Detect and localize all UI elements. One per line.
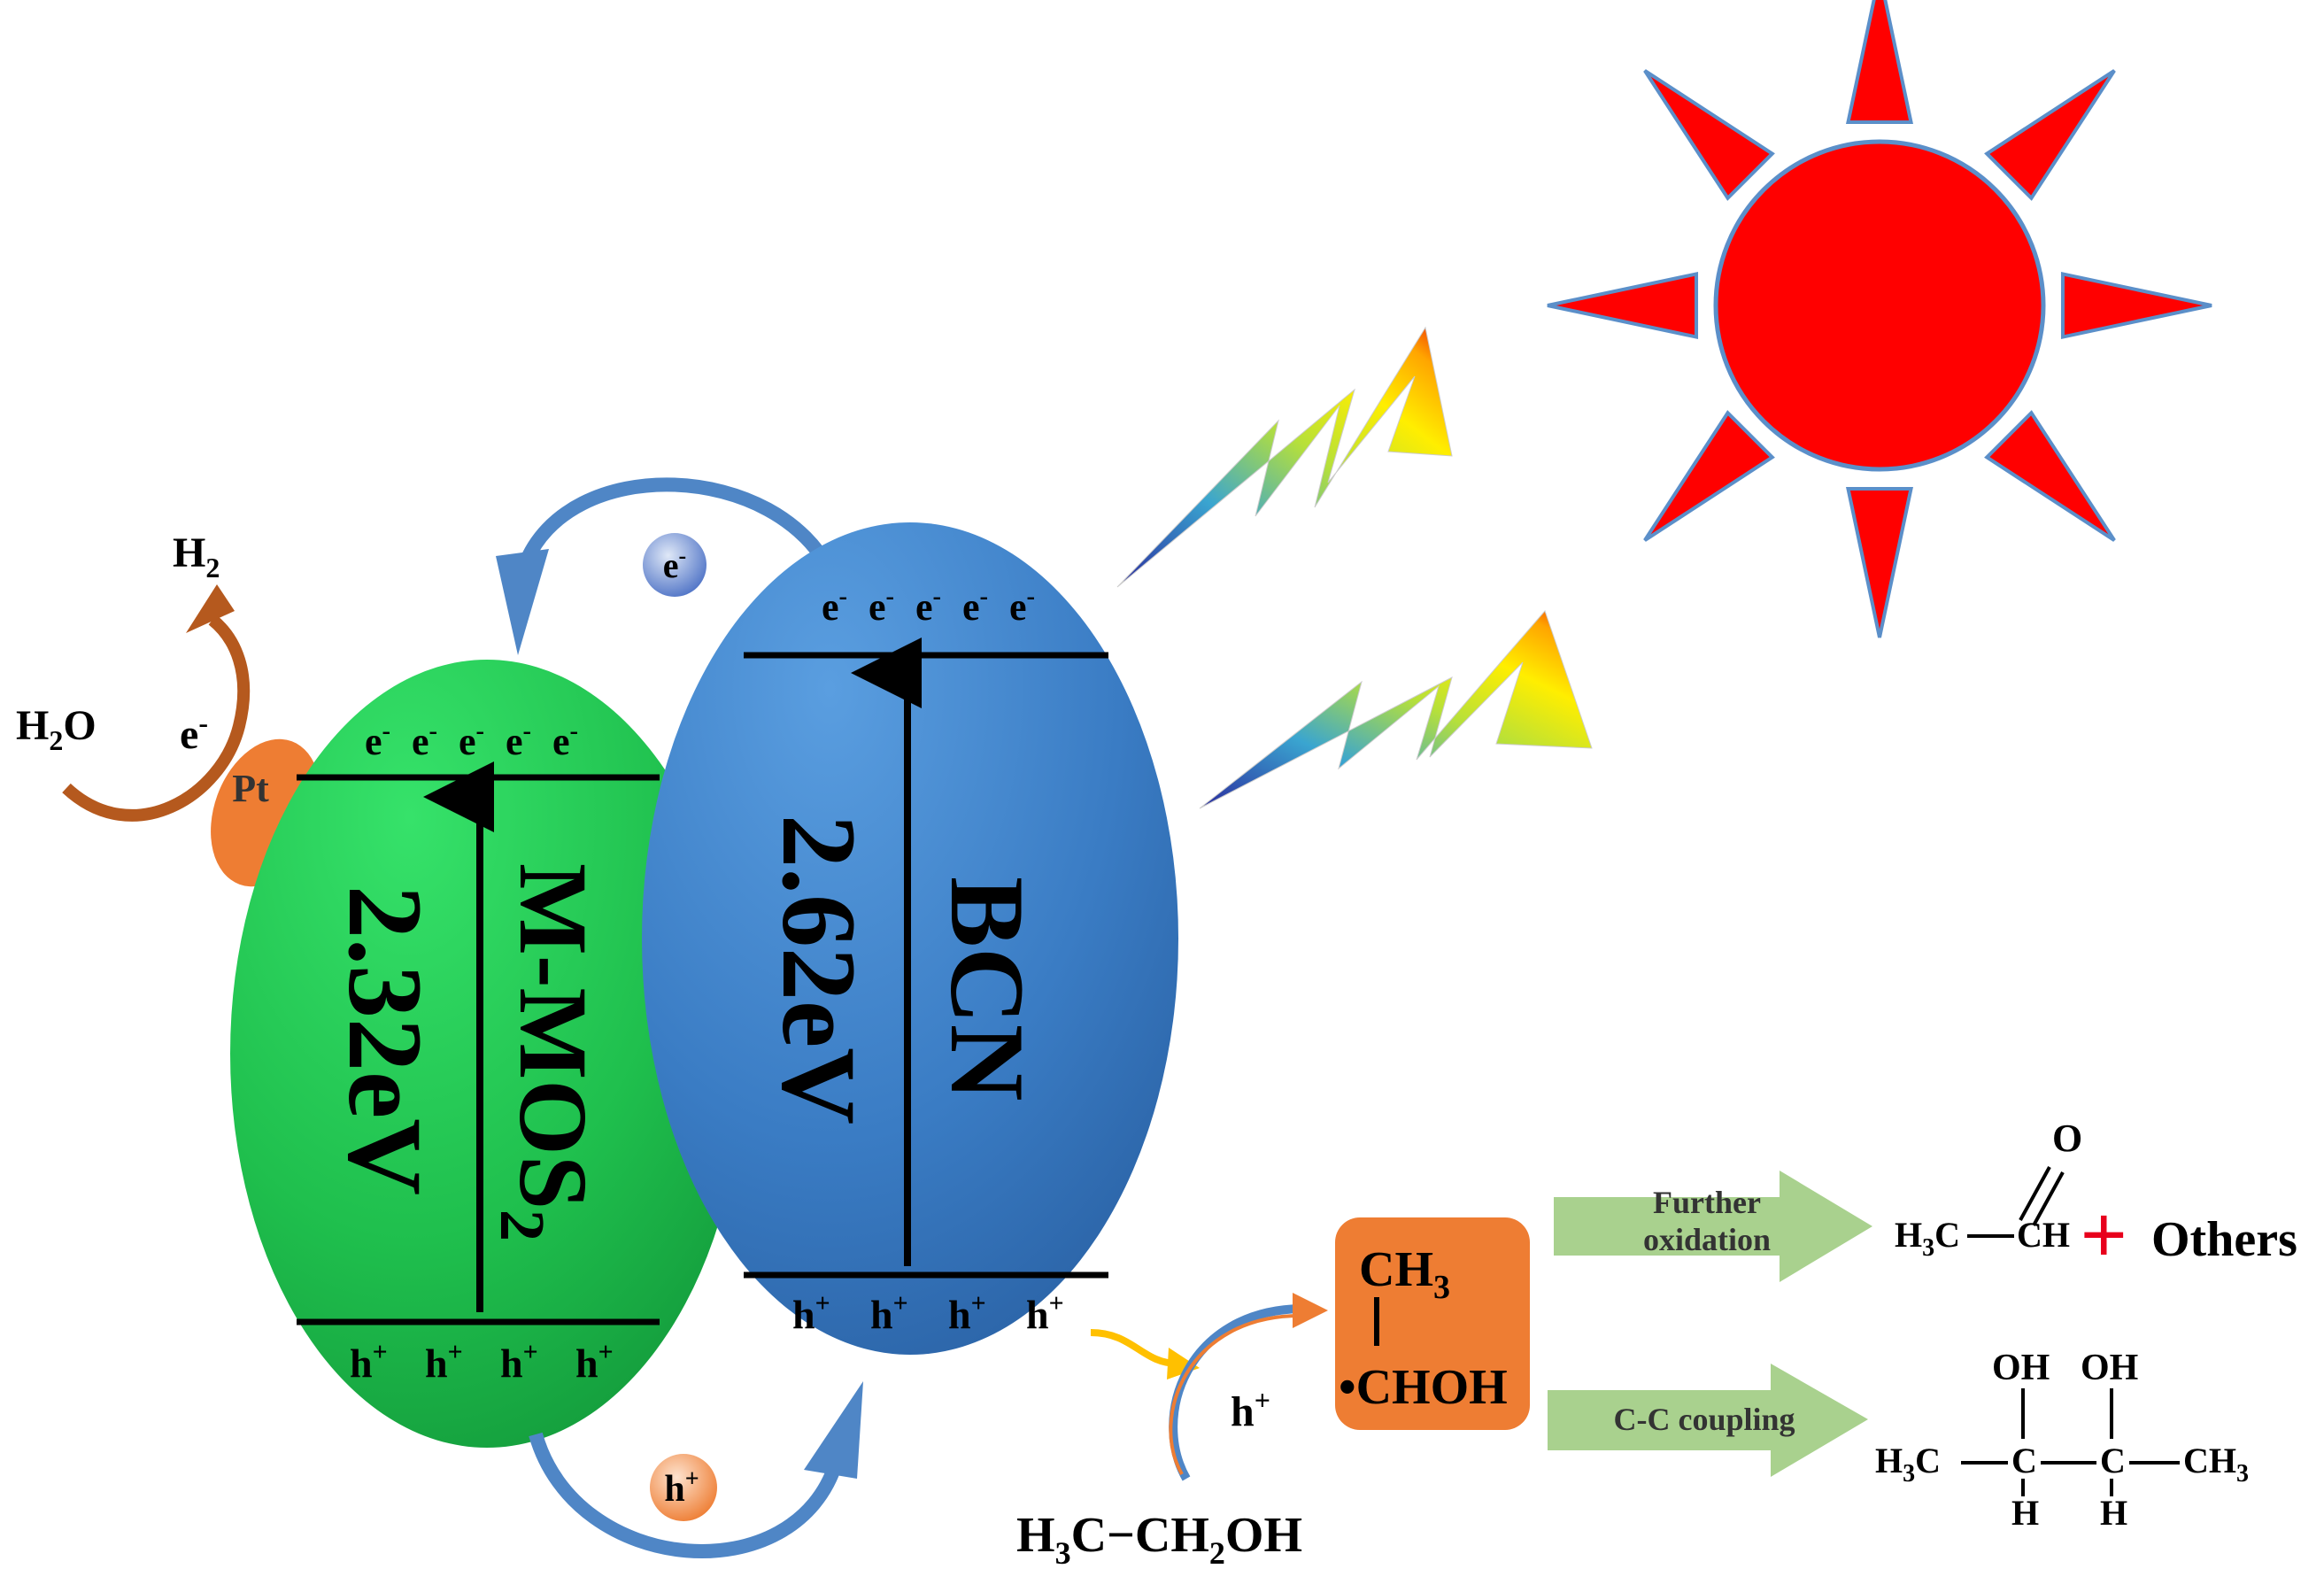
hole-release-arrow [1090,1329,1178,1367]
acetaldehyde-h3c: H3C [1895,1215,1960,1262]
acetaldehyde-double-bond-b [2032,1171,2065,1226]
hole-transfer-ball: h+ [650,1454,717,1521]
electron-transfer-ball: e- [643,533,706,597]
radical-box [1335,1217,1530,1430]
sun-ray [1984,410,2116,542]
charge-carrier: h+ [948,1289,986,1337]
bcn-electrons: e-e-e-e-e- [822,583,1035,629]
lightning-bolt-lower [1199,610,1593,809]
sun [1547,0,2212,638]
charge-carrier: e- [822,583,847,629]
butanediol-h3c: H3C [1875,1441,1941,1488]
butanediol-c2: C [2100,1441,2126,1480]
pt-label: Pt [232,767,269,810]
ethanol-oxidation-arrow-inner [1169,1314,1301,1475]
charge-carrier: h+ [792,1289,830,1337]
hole-release-arrowhead [1167,1348,1200,1379]
charge-carrier: h+ [870,1289,908,1337]
sun-disc [1713,139,2046,472]
sun-ray [1643,410,1775,542]
hole-transfer-arrowhead [804,1381,863,1479]
hole-transfer-arrow [529,1432,844,1558]
charge-carrier: h+ [350,1338,388,1386]
butanediol-h2: H [2100,1493,2127,1533]
sun-ray [1643,69,1775,201]
sun-ray [1547,272,1699,339]
sun-ray [1846,0,1913,125]
bcn-holes: h+ h+ h+ h+ [792,1289,1064,1337]
charge-carrier: e- [869,583,894,629]
m-mos2-holes: h+ h+ h+ h+ [350,1338,614,1386]
electron-transfer-arrow [517,477,839,579]
svg-text:h+: h+ [664,1465,699,1510]
pt-electron: e- [180,707,208,758]
others-label: Others [2151,1212,2297,1267]
cc-coupling-arrow [1548,1364,1868,1477]
radical-ch3: CH3 [1359,1242,1450,1306]
charge-carrier: e- [412,717,437,763]
h2-evolution-arrowhead [186,584,235,633]
acetaldehyde-o: O [2052,1117,2082,1160]
charge-carrier: h+ [500,1338,538,1386]
cc-coupling-label: C-C coupling [1613,1402,1795,1437]
charge-carrier: h+ [575,1338,614,1386]
m-mos2-ellipse [230,660,744,1448]
butanediol-h1: H [2011,1493,2039,1533]
charge-carrier: e- [365,717,390,763]
m-mos2-label: M-MOS2 [487,863,607,1241]
charge-carrier: e- [1009,583,1035,629]
further-oxidation-arrow [1554,1171,1872,1282]
charge-carrier: h+ [425,1338,463,1386]
sun-rays [1547,0,2212,638]
charge-carrier: e- [506,717,531,763]
butanediol-oh2: OH [2081,1348,2138,1388]
h2-product: H2 [173,529,220,583]
svg-text:e-: e- [663,543,686,585]
bcn-gap-label: 2.62eV [761,815,878,1124]
further-oxidation-line2: oxidation [1643,1222,1771,1257]
acetaldehyde-ch: CH [2017,1215,2070,1255]
sun-ray [1984,69,2116,201]
sun-ray [1846,486,1913,638]
radical-chohh: •CHOH [1339,1360,1508,1415]
bcn-label: BCN [929,877,1046,1101]
hole-label: h+ [1231,1384,1270,1435]
charge-carrier: e- [915,583,941,629]
sun-ray [2060,272,2212,339]
lightning-bolt-upper [1116,326,1453,588]
charge-carrier: e- [459,717,484,763]
butanediol-oh1: OH [1992,1348,2050,1388]
h2o-reactant: H2O [16,702,97,756]
charge-carrier: h+ [1026,1289,1064,1337]
ethanol: H3C−CH2OH [1016,1508,1302,1571]
charge-carrier: e- [552,717,578,763]
acetaldehyde-double-bond-a [2019,1166,2051,1221]
electron-transfer-arrowhead [496,549,549,655]
m-mos2-electrons: e-e-e-e-e- [365,717,578,763]
further-oxidation-line1: Further [1653,1185,1761,1220]
m-mos2-gap-label: 2.32eV [327,885,444,1195]
h2-evolution-arrow [62,614,251,822]
butanediol-c1: C [2011,1441,2037,1480]
plus-sign: + [2081,1191,2127,1279]
charge-carrier: e- [962,583,988,629]
butanediol-ch3: CH3 [2183,1441,2249,1488]
ethanol-oxidation-arrowhead [1293,1293,1328,1328]
